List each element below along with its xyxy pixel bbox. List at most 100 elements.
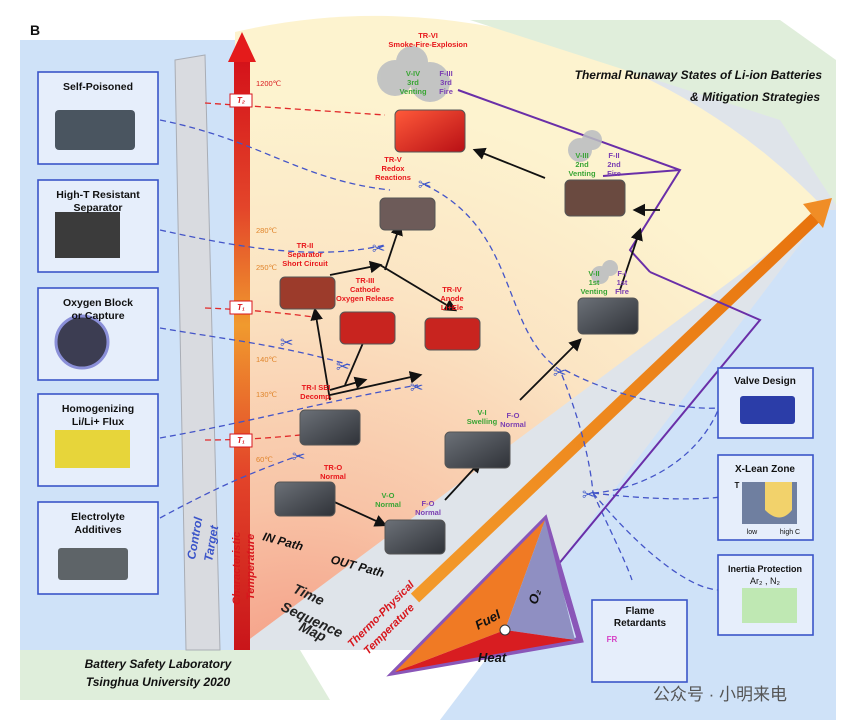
tr-state-label: Decomp. bbox=[300, 392, 332, 401]
temperature-marker bbox=[229, 300, 253, 315]
scissors-icon: ✂ bbox=[372, 241, 385, 258]
venting-state-label: Swelling bbox=[467, 417, 498, 426]
venting-state-label: V-I bbox=[477, 408, 486, 417]
left-strategy-label: or Capture bbox=[71, 310, 124, 322]
temperature-marker bbox=[229, 93, 253, 108]
left-strategy-label: Self-Poisoned bbox=[63, 81, 133, 93]
temperature-marker-label: T₂ bbox=[237, 96, 245, 105]
footer-line2: Tsinghua University 2020 bbox=[86, 675, 231, 689]
fire-state-label: Fire bbox=[439, 87, 453, 96]
tr-state-label: Normal bbox=[320, 472, 346, 481]
cell-v-ii bbox=[577, 297, 639, 335]
fire-state-label: Normal bbox=[415, 508, 441, 517]
inertia-protection-label: Inertia Protection bbox=[728, 564, 802, 574]
tr-state-label: TR-O bbox=[324, 463, 342, 472]
control-target-bar bbox=[174, 54, 221, 651]
cell-tr-v bbox=[379, 197, 436, 231]
tr-state-label: Anode bbox=[440, 294, 463, 303]
target-label: Target bbox=[201, 523, 221, 562]
left-strategy-label: Additives bbox=[74, 524, 121, 536]
right-strategy-boxes bbox=[591, 367, 814, 683]
watermark: 公众号 · 小明来电 bbox=[653, 685, 787, 704]
tr-state-label: Oxygen Release bbox=[336, 294, 394, 303]
x-lean-axis-high: high C bbox=[780, 529, 800, 536]
scissors-icon: ✂ bbox=[418, 177, 431, 194]
cell-v-i bbox=[444, 431, 511, 469]
tr-state-label: Reactions bbox=[375, 173, 411, 182]
venting-state-label: Venting bbox=[568, 169, 596, 178]
scissors-icon: ✂ bbox=[280, 335, 293, 352]
temperature-tick: 60℃ bbox=[256, 455, 273, 464]
fire-state-label: 1st bbox=[617, 278, 628, 287]
scissors-icon: ✂ bbox=[292, 449, 305, 466]
x-lean-zone-label: X-Lean Zone bbox=[735, 464, 795, 475]
left-strategy-label: Homogenizing bbox=[62, 403, 134, 415]
fire-state-label: 3rd bbox=[440, 78, 452, 87]
fire-state-label: 2nd bbox=[607, 160, 621, 169]
fire-state-label: Normal bbox=[500, 420, 526, 429]
left-strategy-boxes bbox=[37, 71, 159, 595]
tr-state-label: TR-II bbox=[297, 241, 314, 250]
inertia-gas-label: Ar₂ , N₂ bbox=[750, 576, 780, 586]
tr-state-label: Li+Ele bbox=[441, 303, 463, 312]
triangle-heat: Heat bbox=[478, 650, 507, 665]
scissors-icon: ✂ bbox=[582, 487, 595, 504]
cell-v-o bbox=[384, 519, 446, 555]
venting-state-label: Venting bbox=[399, 87, 427, 96]
valve-design-label: Valve Design bbox=[734, 376, 796, 387]
title-green-band bbox=[470, 20, 836, 205]
tr-state-label: TR-IV bbox=[442, 285, 462, 294]
control-lines bbox=[159, 119, 721, 591]
x-lean-axis-low: low bbox=[747, 529, 758, 536]
char-temp-label-2: Temperature bbox=[245, 534, 257, 600]
left-strategy-label: Electrolyte bbox=[71, 511, 125, 523]
cell-tr-iv bbox=[424, 317, 481, 351]
venting-state-label: Normal bbox=[375, 500, 401, 509]
cell-tr-o bbox=[274, 481, 336, 517]
triangle-o2: O₂ bbox=[525, 587, 543, 605]
cell-tr-ii bbox=[279, 276, 336, 310]
battery-cells bbox=[274, 109, 639, 555]
tr-state-label: Smoke-Fire-Explosion bbox=[388, 40, 468, 49]
fire-state-label: F-III bbox=[439, 69, 452, 78]
temperature-marker bbox=[229, 433, 253, 448]
title-line1: Thermal Runaway States of Li-ion Batteri… bbox=[575, 68, 823, 82]
state-labels: TR-VISmoke-Fire-ExplosionTR-VRedoxReacti… bbox=[282, 31, 629, 517]
cell-tr-iii bbox=[339, 311, 396, 345]
footer-line1: Battery Safety Laboratory bbox=[85, 657, 233, 671]
tr-state-label: Cathode bbox=[350, 285, 380, 294]
char-temp-label-1: Characteristic bbox=[231, 532, 243, 605]
temperature-tick: 1200℃ bbox=[256, 79, 282, 88]
temperature-marker-label: T₁ bbox=[237, 436, 245, 445]
left-strategy-label: Oxygen Block bbox=[63, 297, 133, 309]
tr-state-label: Redox bbox=[382, 164, 406, 173]
panel-label: B bbox=[30, 22, 40, 38]
temperature-tick: 130℃ bbox=[256, 390, 278, 399]
cell-v-iii bbox=[564, 179, 626, 217]
x-lean-axis-t: T bbox=[735, 481, 740, 490]
fr-label: FR bbox=[607, 635, 618, 644]
venting-state-label: 3rd bbox=[407, 78, 419, 87]
flame-retardants-label: Flame bbox=[626, 606, 655, 617]
scissors-icon: ✂ bbox=[553, 365, 566, 382]
left-strategy-label: High-T Resistant bbox=[56, 189, 140, 201]
characteristic-temperature-bar bbox=[234, 60, 250, 650]
temperature-marker-label: T₁ bbox=[237, 303, 245, 312]
scissors-icons: ✂ ✂ ✂ ✂ ✂ ✂ ✂ ✂ bbox=[280, 177, 595, 504]
venting-state-label: 1st bbox=[589, 278, 600, 287]
cell-tr-i bbox=[299, 409, 361, 446]
temperature-tick: 250℃ bbox=[256, 263, 278, 272]
left-strategy-label: Li/Li+ Flux bbox=[72, 416, 124, 428]
fire-state-label: Fire bbox=[607, 169, 621, 178]
tr-state-label: Separator bbox=[287, 250, 322, 259]
fire-state-label: F-II bbox=[608, 151, 619, 160]
thermo-physical-arrow bbox=[410, 213, 820, 603]
tr-state-label: TR-III bbox=[356, 276, 375, 285]
tr-state-label: Short Circuit bbox=[282, 259, 328, 268]
tr-state-label: TR-V bbox=[384, 155, 402, 164]
